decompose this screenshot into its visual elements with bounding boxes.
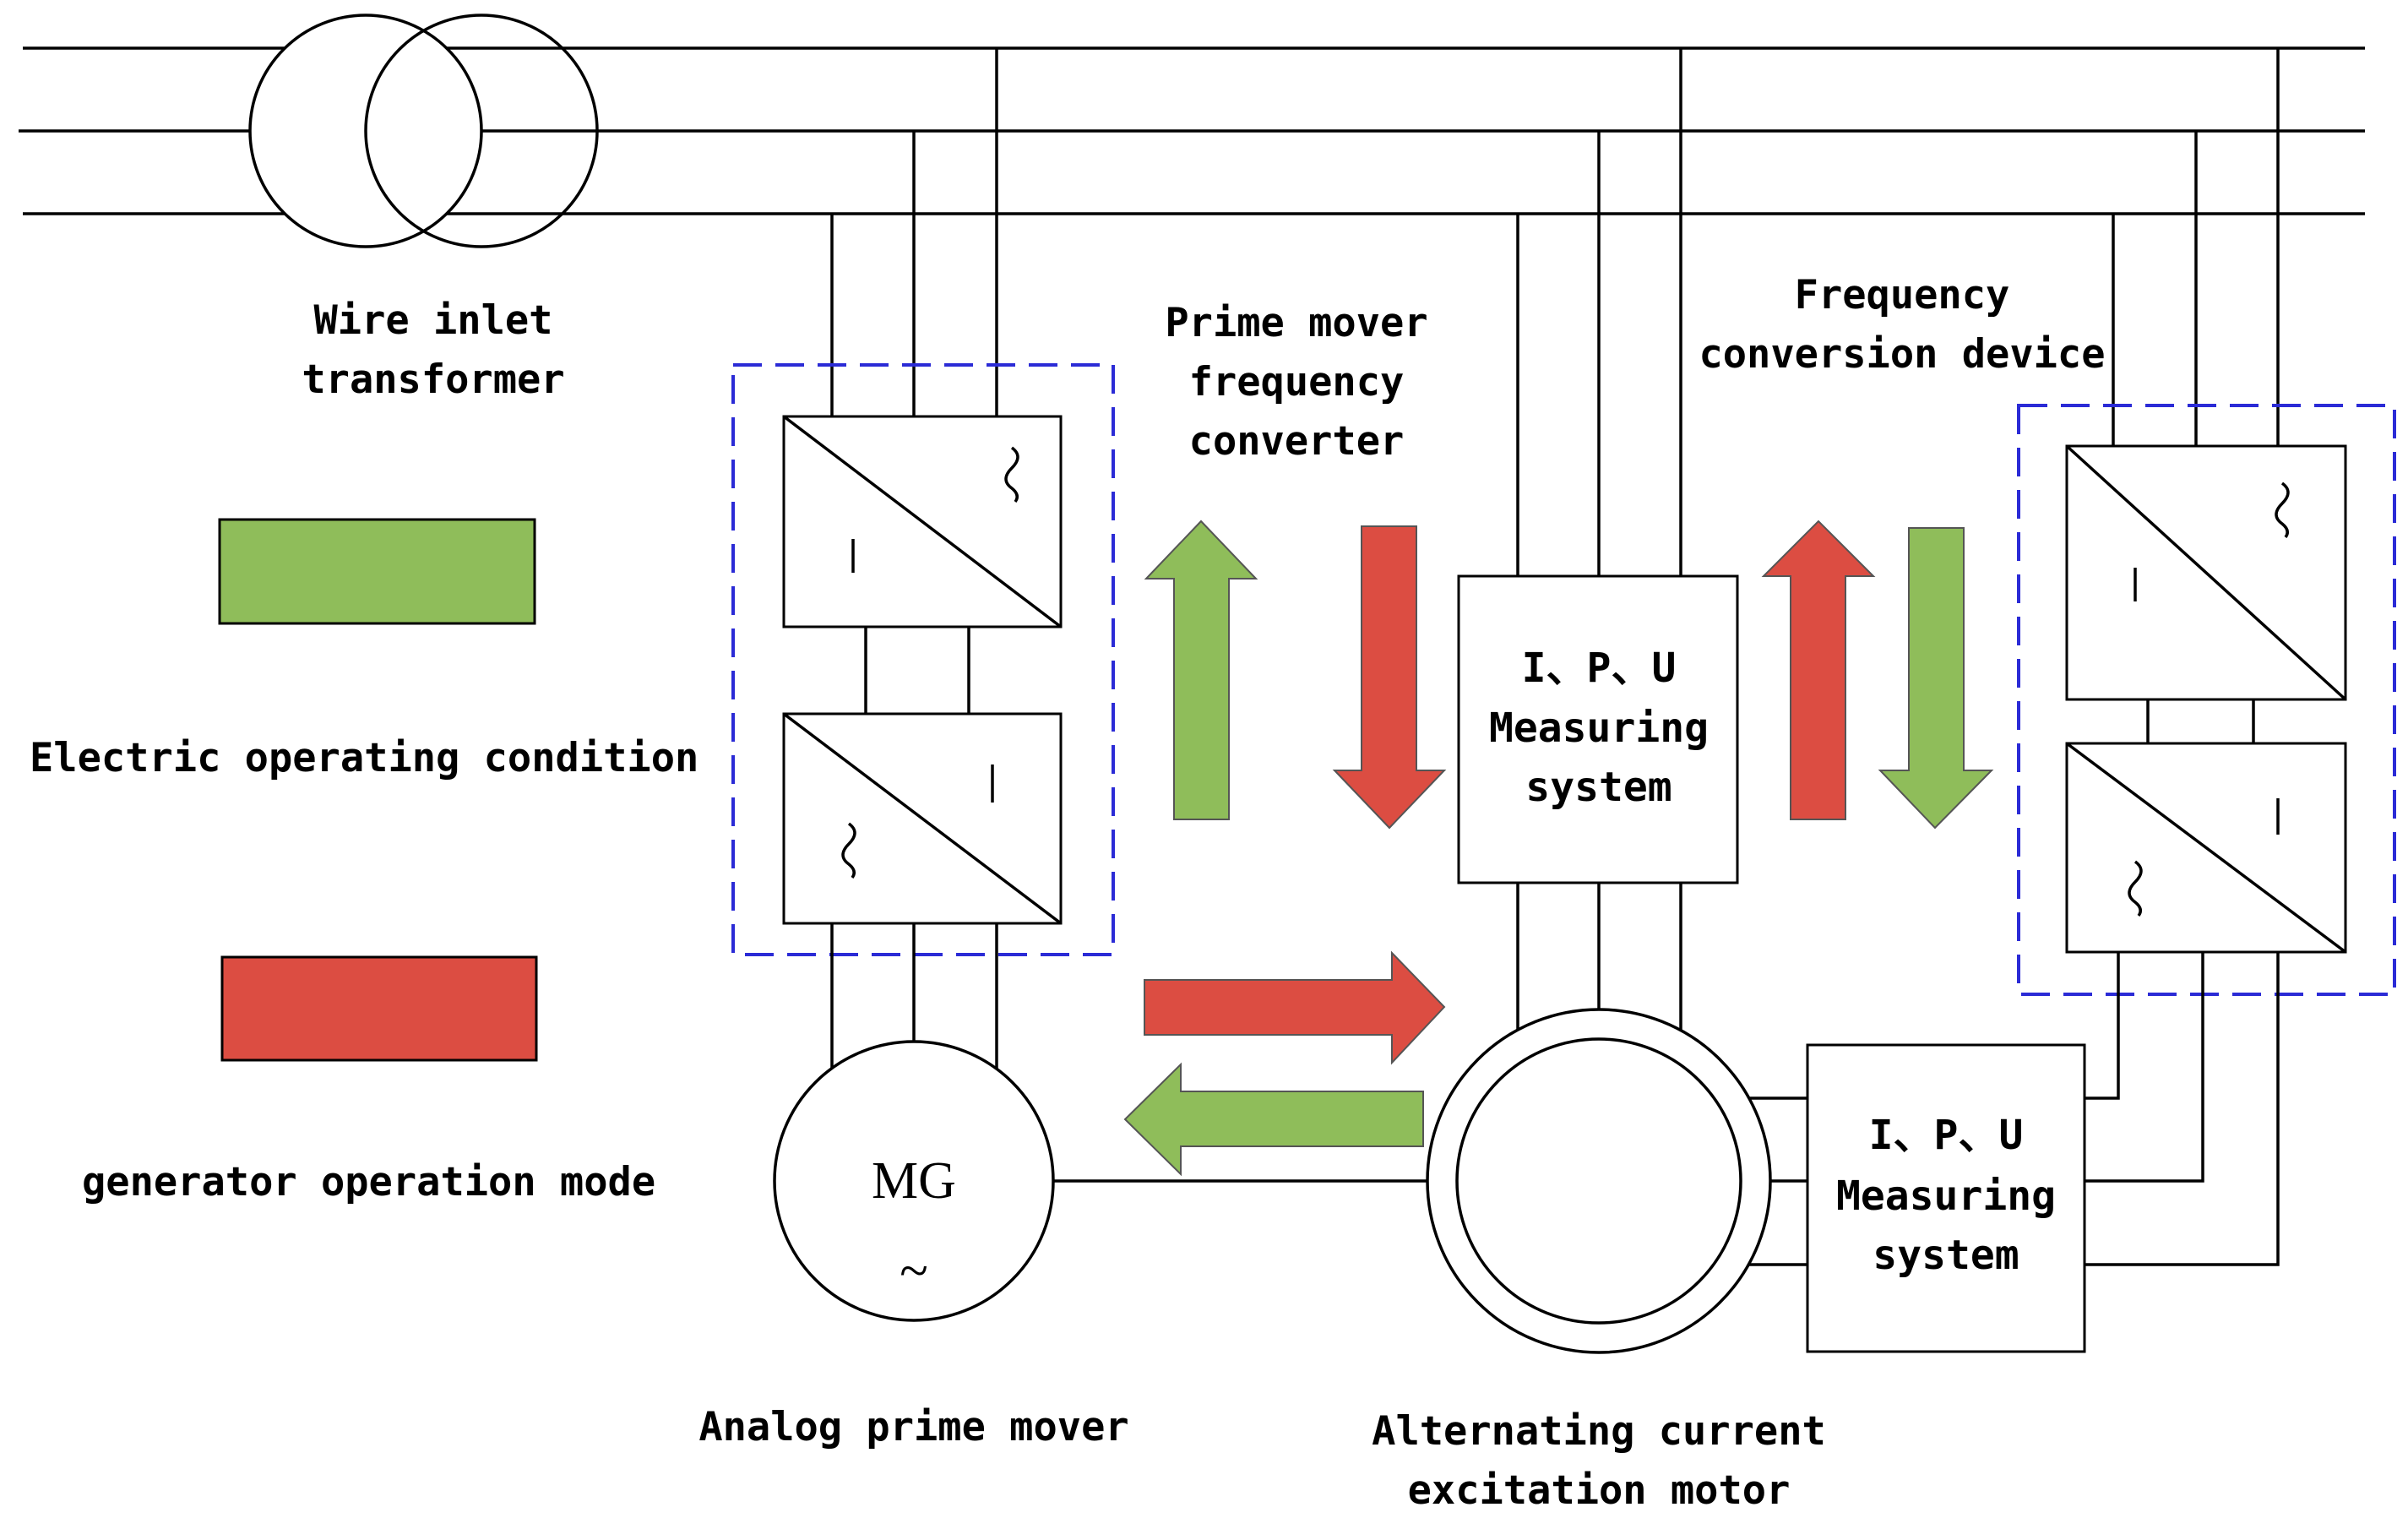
left-converter-feeders xyxy=(830,48,998,416)
green-left-arrow xyxy=(1123,1062,1424,1177)
red-up-arrow-right xyxy=(1761,520,1876,820)
measuring-bottom-line1: I、P、U xyxy=(1869,1112,2024,1159)
excitation-motor-label-line1: Alternating current xyxy=(1372,1408,1826,1455)
green-down-arrow-right xyxy=(1878,527,1994,830)
legend-red-swatch xyxy=(220,955,538,1062)
measuring-system-bottom: I、P、U Measuring system xyxy=(1806,1043,2086,1353)
measuring-top-line2: Measuring xyxy=(1489,705,1709,752)
red-down-arrow-left xyxy=(1332,525,1447,830)
measuring-top-line3: system xyxy=(1525,764,1671,811)
prime-mover-converter-label-line3: converter xyxy=(1189,418,1405,465)
analog-prime-mover-mg: MG ~ xyxy=(773,1040,1055,1322)
prime-mover-converter-label-line1: Prime mover xyxy=(1165,300,1427,346)
legend-green-swatch xyxy=(218,518,536,625)
prime-mover-converter-label-line2: frequency xyxy=(1189,359,1405,405)
inverter-block xyxy=(782,712,1063,925)
measuring-to-motor-lines xyxy=(1516,883,1682,1032)
right-converter-feeders xyxy=(2112,48,2280,446)
prime-mover-converter xyxy=(731,363,1115,956)
transformer-label-line2: transformer xyxy=(302,356,564,403)
mg-tilde-label: ~ xyxy=(900,1243,928,1300)
rectifier-block-right xyxy=(2065,444,2347,701)
analog-prime-mover-label: Analog prime mover xyxy=(698,1404,1128,1450)
transformer-icon xyxy=(248,14,599,248)
frequency-conversion-device xyxy=(2017,404,2396,996)
excitation-motor-label-line2: excitation motor xyxy=(1408,1467,1791,1514)
mg-label: MG xyxy=(872,1152,956,1210)
prime-mover-converter-frame xyxy=(731,363,1115,956)
transformer-label-line1: Wire inlet xyxy=(314,297,553,344)
flow-arrows xyxy=(1123,520,1994,1177)
measuring-bottom-line3: system xyxy=(1873,1232,2019,1279)
ac-excitation-motor xyxy=(1426,1008,1772,1354)
legend-green-label: Electric operating condition xyxy=(30,735,698,781)
rectifier-block xyxy=(782,415,1063,628)
measuring-bottom-line2: Measuring xyxy=(1836,1173,2056,1220)
top-measuring-feeders xyxy=(1516,48,1682,576)
frequency-device-label-line1: Frequency xyxy=(1795,272,2010,318)
frequency-device-label-line2: conversion device xyxy=(1699,331,2105,378)
green-up-arrow-left xyxy=(1144,520,1258,820)
measuring-top-line1: I、P、U xyxy=(1522,645,1677,692)
inverter-block-right xyxy=(2065,742,2347,954)
converter-to-mg-lines xyxy=(830,923,998,1073)
converter-to-measuring-lines xyxy=(2085,952,2280,1266)
red-right-arrow xyxy=(1144,950,1446,1065)
legend-red-label: generator operation mode xyxy=(82,1159,655,1205)
measuring-system-top: I、P、U Measuring system xyxy=(1457,574,1739,884)
frequency-conversion-device-frame xyxy=(2017,404,2396,996)
